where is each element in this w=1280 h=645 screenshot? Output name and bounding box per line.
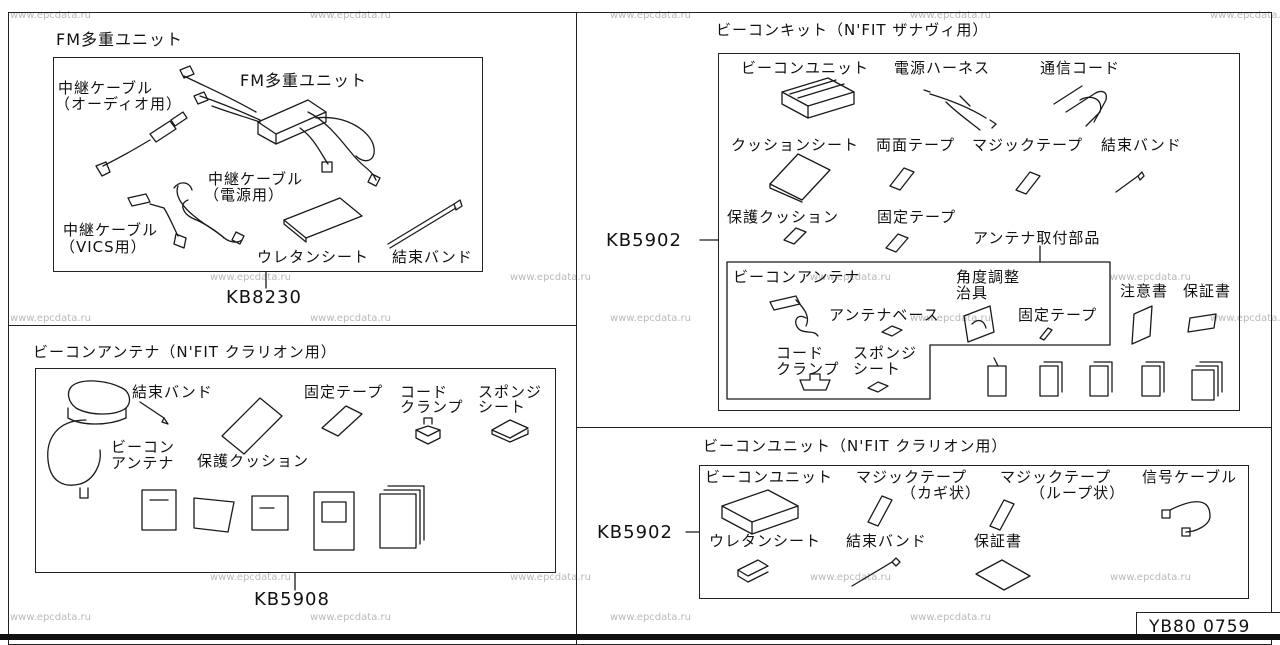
relay-cable-audio-label: 中継ケーブル	[58, 79, 154, 97]
protect-cushion-label: 保護クッション	[197, 452, 310, 470]
watermark: www.epcdata.ru	[10, 10, 91, 21]
sponge-sheet-sub-label: シート	[853, 360, 902, 378]
protect-cushion-label: 保護クッション	[727, 208, 840, 226]
cord-clamp-label: コード	[776, 344, 825, 362]
watermark: www.epcdata.ru	[510, 572, 591, 583]
bottom-rule	[0, 634, 1280, 640]
urethane-sheet-label: ウレタンシート	[709, 532, 822, 550]
double-tape-label: 両面テープ	[876, 136, 956, 154]
magic-tape-loop-sub-label: （ループ状）	[1030, 484, 1126, 502]
magic-tape-hook-label: マジックテープ	[856, 468, 968, 486]
fixing-tape-label: 固定テープ	[304, 383, 384, 401]
kit-panel-title: ビーコンキット（N'FIT ザナヴィ用）	[716, 21, 989, 39]
watermark: www.epcdata.ru	[610, 313, 691, 324]
beacon-antenna-label: ビーコンアンテナ	[733, 268, 861, 286]
part-code-kb8230: KB8230	[226, 287, 302, 308]
cable-tie-label: 結束バンド	[1101, 136, 1182, 154]
relay-cable-audio-sub-label: （オーディオ用）	[55, 95, 182, 113]
watermark: www.epcdata.ru	[1110, 272, 1191, 283]
watermark: www.epcdata.ru	[210, 272, 291, 283]
relay-cable-vics-label: 中継ケーブル	[63, 221, 159, 239]
cord-clamp-label: コード	[400, 383, 449, 401]
magic-tape-label: マジックテープ	[972, 136, 1084, 154]
watermark: www.epcdata.ru	[910, 313, 991, 324]
sponge-sheet-label: スポンジ	[853, 344, 918, 362]
power-harness-label: 電源ハーネス	[894, 59, 991, 77]
antenna-panel-title: ビーコンアンテナ（N'FIT クラリオン用）	[33, 343, 337, 361]
fm-parts-box	[53, 57, 483, 272]
cable-tie-label: 結束バンド	[392, 248, 473, 266]
magic-tape-hook-sub-label: （カギ状）	[901, 484, 982, 502]
watermark: www.epcdata.ru	[310, 10, 391, 21]
unit-panel-title: ビーコンユニット（N'FIT クラリオン用）	[703, 437, 1008, 455]
part-code-kb5908: KB5908	[254, 589, 330, 610]
watermark: www.epcdata.ru	[210, 572, 291, 583]
watermark: www.epcdata.ru	[810, 572, 891, 583]
beacon-unit-label: ビーコンユニット	[741, 59, 870, 77]
signal-cable-label: 信号ケーブル	[1142, 468, 1238, 486]
watermark: www.epcdata.ru	[1210, 10, 1280, 21]
antenna-parts-box	[35, 368, 556, 573]
antenna-parts-label: アンテナ取付部品	[973, 229, 1101, 247]
cord-clamp-sub-label: クランプ	[400, 398, 464, 416]
warranty-label: 保証書	[974, 532, 1023, 550]
angle-jig-sub-label: 治具	[956, 284, 989, 302]
kit-parts-box	[718, 53, 1240, 411]
magic-tape-loop-label: マジックテープ	[1000, 468, 1112, 486]
fixing-tape-label: 固定テープ	[1018, 306, 1098, 324]
sponge-sheet-label: スポンジ	[478, 383, 543, 401]
part-code-kb5902: KB5902	[597, 522, 673, 543]
sponge-sheet-sub-label: シート	[478, 398, 527, 416]
watermark: www.epcdata.ru	[910, 10, 991, 21]
fm-panel-title: FM多重ユニット	[56, 30, 184, 49]
watermark: www.epcdata.ru	[1110, 572, 1191, 583]
relay-cable-power-sub-label: （電源用）	[204, 186, 285, 204]
cable-tie-label: 結束バンド	[132, 383, 213, 401]
warranty-label: 保証書	[1183, 282, 1232, 300]
beacon-antenna-label: ビーコン	[111, 438, 176, 456]
urethane-sheet-label: ウレタンシート	[257, 248, 370, 266]
watermark: www.epcdata.ru	[610, 612, 691, 623]
watermark: www.epcdata.ru	[310, 612, 391, 623]
antenna-base-label: アンテナベース	[829, 306, 940, 324]
watermark: www.epcdata.ru	[10, 612, 91, 623]
watermark: www.epcdata.ru	[910, 612, 991, 623]
cord-clamp-sub-label: クランプ	[776, 360, 840, 378]
fm-unit-label: FM多重ユニット	[240, 71, 368, 90]
watermark: www.epcdata.ru	[310, 313, 391, 324]
watermark: www.epcdata.ru	[810, 272, 891, 283]
caution-doc-label: 注意書	[1120, 282, 1169, 300]
angle-jig-label: 角度調整	[956, 268, 1021, 286]
part-code-kb5902: KB5902	[606, 230, 682, 251]
watermark: www.epcdata.ru	[1210, 313, 1280, 324]
relay-cable-vics-sub-label: （VICS用）	[60, 238, 147, 256]
fixing-tape-label: 固定テープ	[877, 208, 957, 226]
watermark: www.epcdata.ru	[10, 313, 91, 324]
comm-cord-label: 通信コード	[1040, 59, 1121, 77]
beacon-unit-label: ビーコンユニット	[705, 468, 834, 486]
relay-cable-power-label: 中継ケーブル	[208, 170, 304, 188]
cushion-sheet-label: クッションシート	[731, 136, 860, 154]
watermark: www.epcdata.ru	[610, 10, 691, 21]
watermark: www.epcdata.ru	[510, 272, 591, 283]
beacon-antenna-sub-label: アンテナ	[111, 454, 175, 472]
cable-tie-label: 結束バンド	[846, 532, 927, 550]
